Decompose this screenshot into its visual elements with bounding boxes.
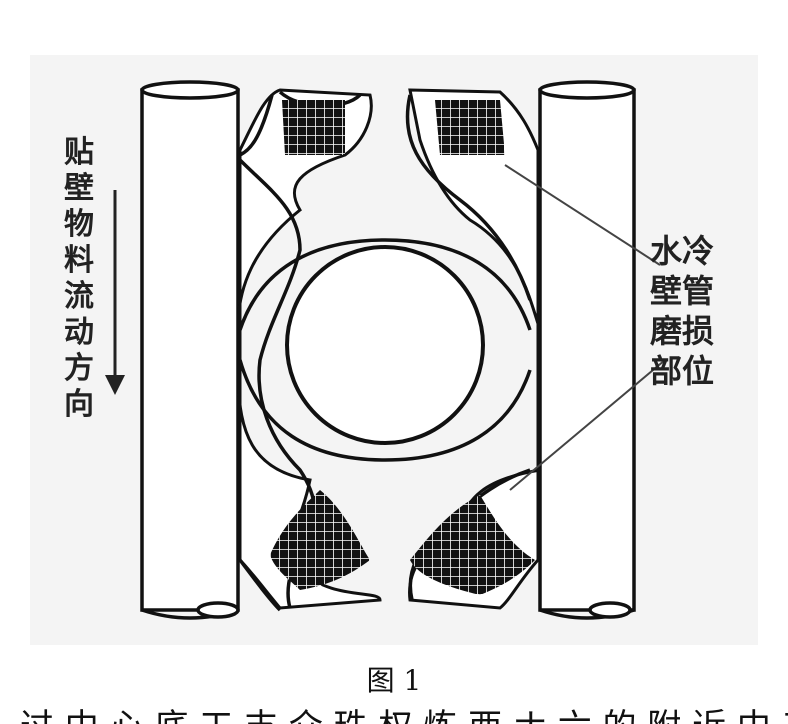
- flow-label-char-4: 料: [64, 243, 94, 278]
- flow-label-char-1: 贴: [64, 135, 94, 170]
- flow-label-char-6: 动: [64, 315, 94, 350]
- flow-label-char-8: 向: [64, 387, 94, 422]
- flow-label-char-5: 流: [64, 279, 94, 314]
- left-fin-outline: [236, 88, 382, 610]
- wear-zone-bottom-left: [270, 490, 370, 590]
- wear-label-line-2: 壁管: [650, 272, 714, 310]
- figure-caption: 图 1: [367, 664, 422, 697]
- flow-label-char-2: 壁: [64, 171, 94, 206]
- flow-direction-label: 贴 壁 物 料 流 动 方 向: [64, 135, 94, 422]
- wear-zone-top-left: [282, 100, 345, 155]
- flow-direction-arrow: [105, 190, 125, 395]
- wear-zone-top-right: [435, 100, 505, 155]
- flow-label-char-3: 物: [64, 207, 94, 242]
- leader-line-top: [504, 164, 661, 266]
- wear-label-line-3: 磨损: [650, 312, 714, 350]
- cropped-body-text: 过 中 心 底 工 支 介 珠 权 炼 西 ナ 六 的 附 近 中 工 乞: [20, 707, 788, 724]
- left-water-wall-tube: [140, 80, 240, 620]
- flow-label-char-7: 方: [64, 351, 94, 386]
- leader-line-bottom: [509, 359, 666, 491]
- right-water-wall-tube: [538, 80, 636, 620]
- wear-zone-bottom-right: [410, 495, 535, 595]
- wear-label-line-1: 水冷: [650, 232, 714, 270]
- wear-location-label: 水冷 壁管 磨损 部位: [650, 232, 714, 390]
- wear-label-line-4: 部位: [650, 352, 714, 390]
- center-tube-circle: [285, 245, 485, 445]
